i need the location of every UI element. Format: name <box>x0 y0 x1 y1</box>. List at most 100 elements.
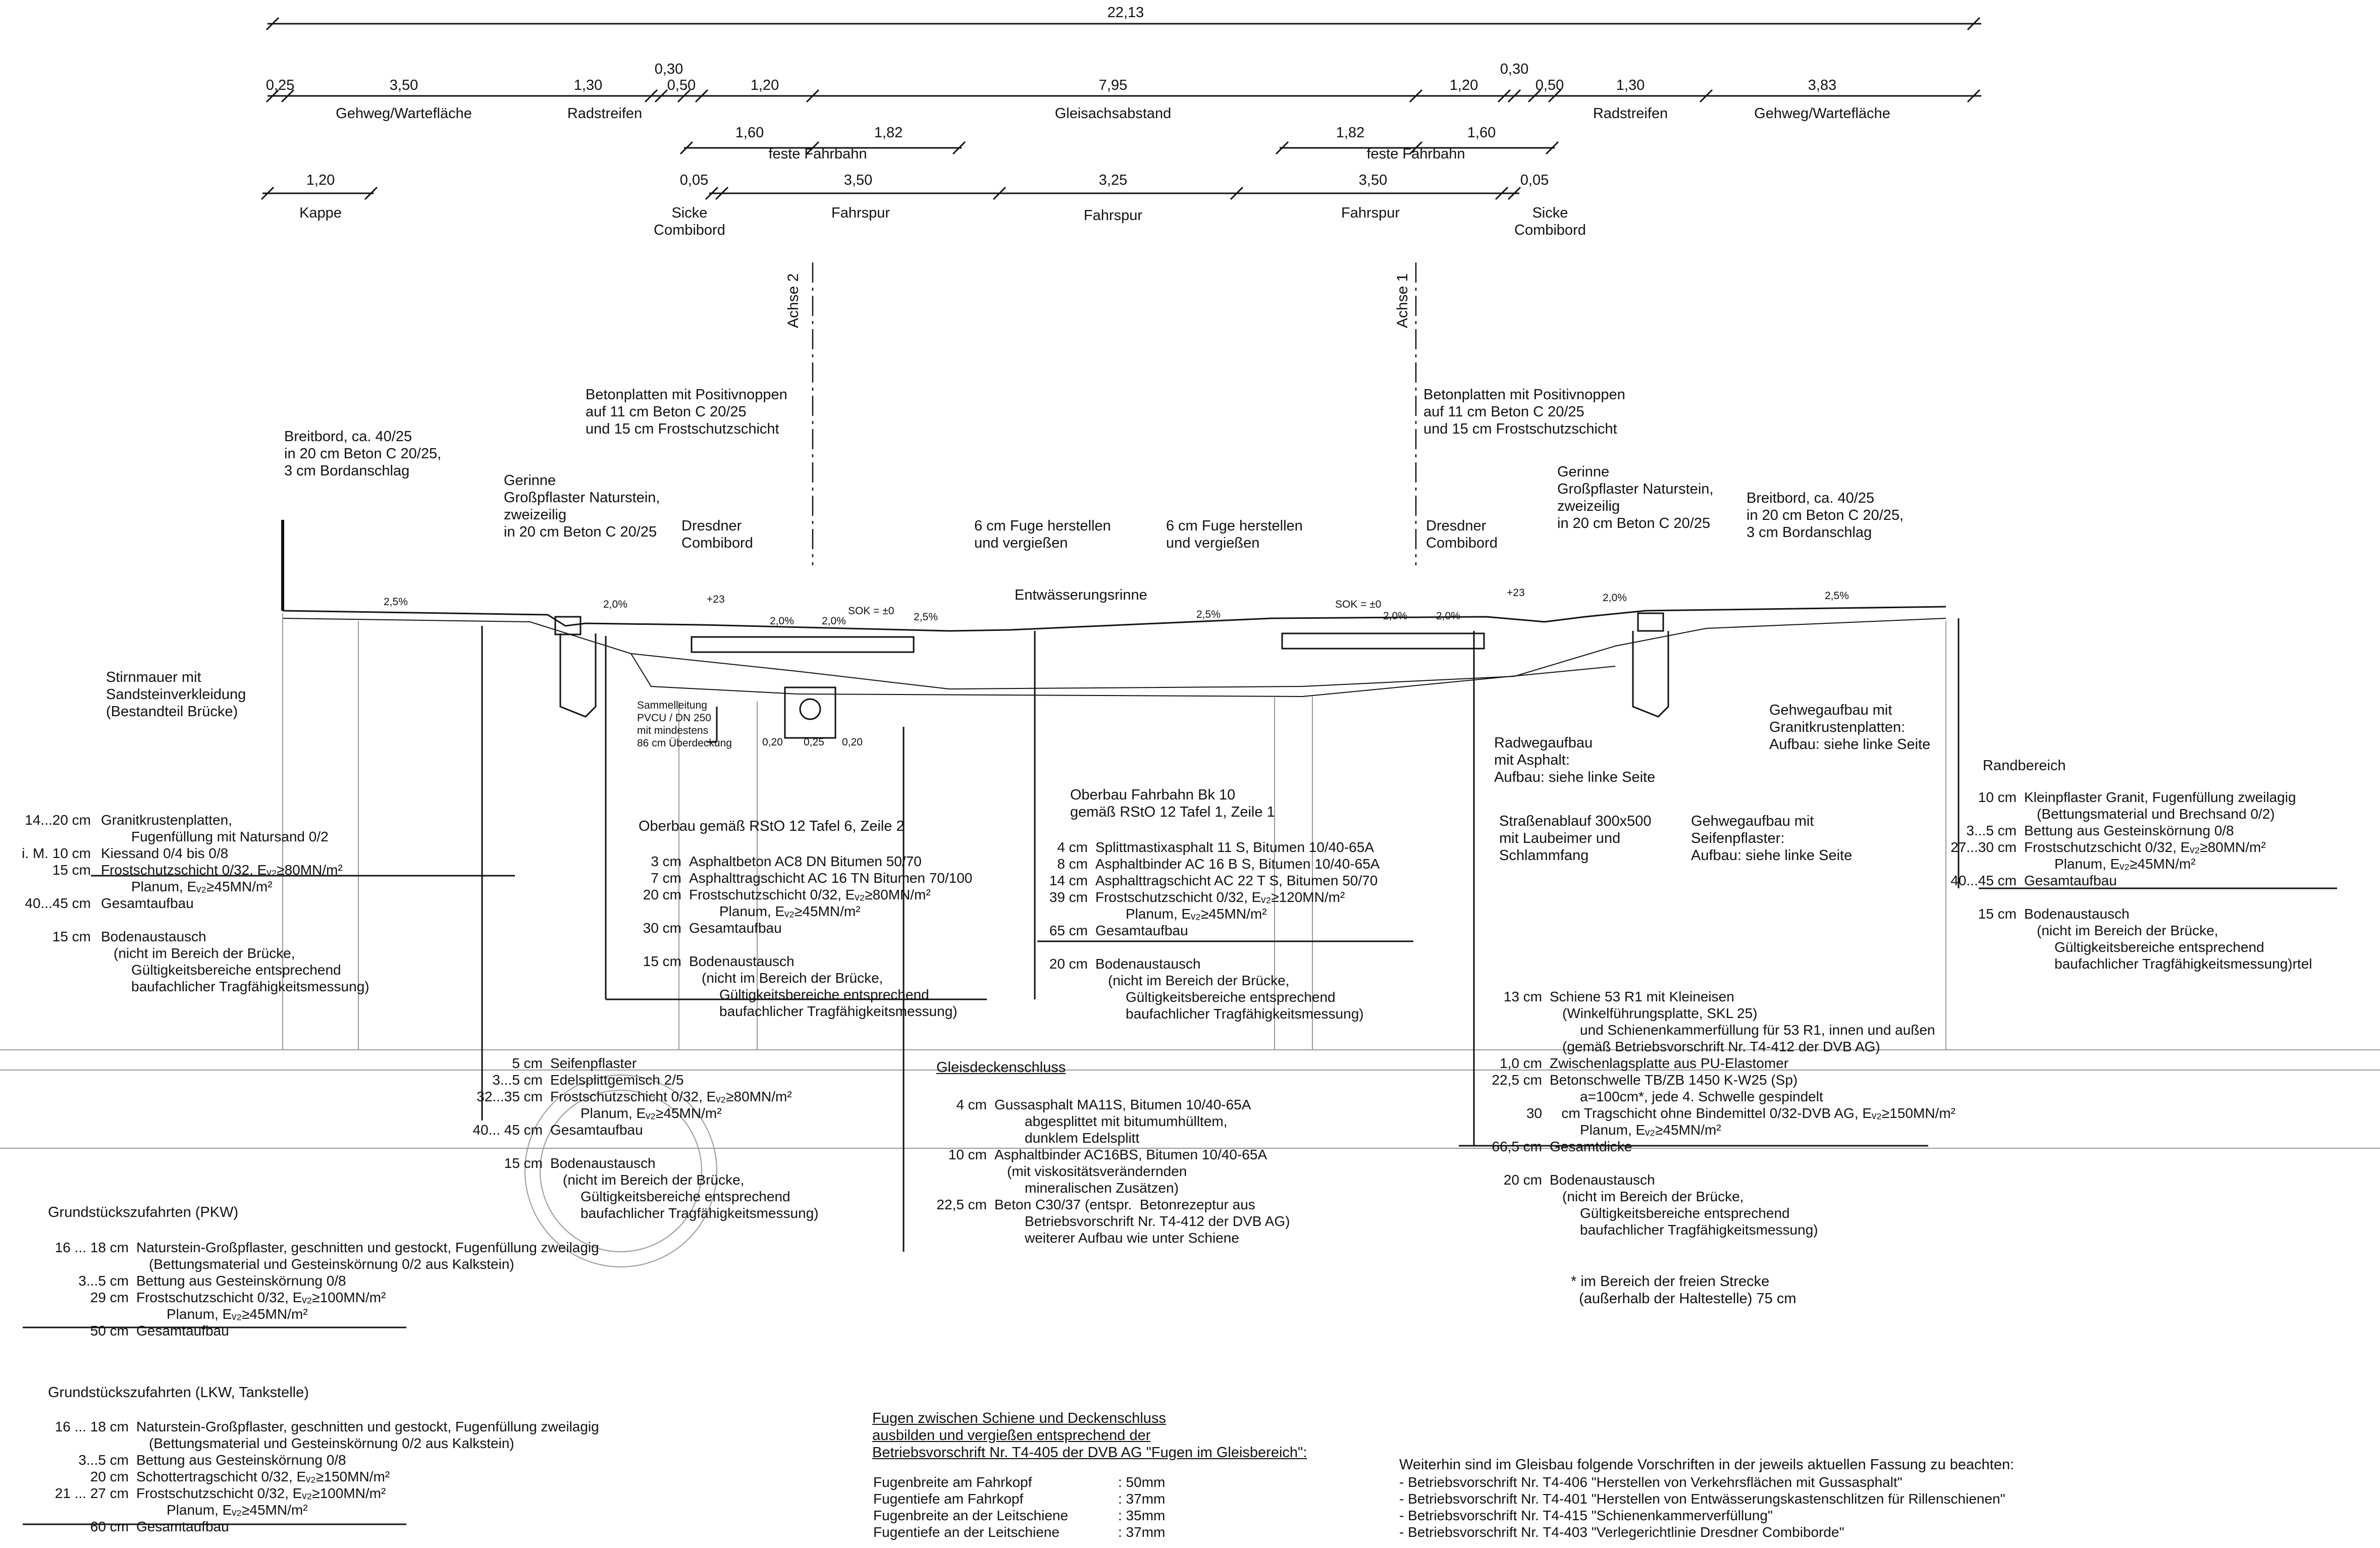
dim-ff-r1: 1,82 <box>1336 125 1365 141</box>
layer-thickness: 66,5 cm <box>1492 1139 1542 1154</box>
layer-thickness: 40...45 cm <box>25 895 91 911</box>
layer-description: Bodenaustausch <box>101 929 206 944</box>
layer-thickness: 20 cm <box>90 1469 129 1484</box>
layer-description: (gemäß Betriebsvorschrift Nr. T4-412 der… <box>1562 1039 1880 1054</box>
dim-tick <box>266 17 280 31</box>
note-dresdner-right: Dresdner Combibord <box>1426 518 1498 551</box>
layer-description: Asphaltbeton AC8 DN Bitumen 50/70 <box>689 853 922 869</box>
label-gehweg-right: Gehweg/Wartefläche <box>1754 105 1890 122</box>
layer-description: (nicht im Bereich der Brücke, <box>702 970 883 986</box>
axis-2-label: Achse 2 <box>785 273 802 328</box>
label-sicke-right: Sicke Combibord <box>1514 205 1586 238</box>
layer-description: Planum, Eᵥ₂≥45MN/m² <box>131 879 273 894</box>
layer-description: baufachlicher Tragfähigkeitsmessung) <box>1126 1006 1364 1022</box>
dim-row1-value: 0,50 <box>1535 77 1564 93</box>
axis-1-label: Achse 1 <box>1394 273 1411 328</box>
layer-description: baufachlicher Tragfähigkeitsmessung) <box>719 1003 958 1019</box>
label-fahrspur-1: Fahrspur <box>831 205 890 221</box>
layer-thickness: 40...45 cm <box>1950 873 2017 888</box>
layer-thickness: 15 cm <box>52 862 91 878</box>
title-bk10: Oberbau Fahrbahn Bk 10 gemäß RStO 12 Taf… <box>1070 787 1275 820</box>
label-sicke-left: Sicke Combibord <box>654 205 725 238</box>
title-fugen: Fugen zwischen Schiene und Deckenschluss… <box>872 1410 1307 1461</box>
layer-description: Zwischenlagsplatte aus PU-Elastomer <box>1550 1055 1789 1071</box>
layer-thickness: 15 cm <box>52 929 91 944</box>
slope-4: 2,5% <box>914 611 938 623</box>
label-radstreifen-right: Radstreifen <box>1593 105 1668 122</box>
title-gleisdeckenschluss: Gleisdeckenschluss <box>936 1059 1066 1076</box>
layer-description: Asphaltbinder AC 16 B S, Bitumen 10/40-6… <box>1095 856 1380 872</box>
layer-thickness: 13 cm <box>1503 989 1542 1004</box>
dim-row1-value: 0,25 <box>266 77 295 93</box>
layer-description: Schiene 53 R1 mit Kleineisen <box>1550 989 1734 1004</box>
slope-3: 2,0% <box>822 615 846 627</box>
layer-description: Bodenaustausch <box>550 1155 656 1171</box>
layer-thickness: 60 cm <box>90 1519 129 1534</box>
layer-description: Bodenaustausch <box>689 953 795 969</box>
layer-description: Beton C30/37 (entspr. Betonrezeptur aus <box>994 1197 1255 1212</box>
slope-9: 2,5% <box>1825 590 1849 602</box>
layer-thickness: 14 cm <box>1049 873 1088 888</box>
layer-description: (mit viskositätsverändernden <box>1007 1163 1187 1179</box>
layer-description: (nicht im Bereich der Brücke, <box>114 945 295 961</box>
dim-total: 22,13 <box>1107 5 1144 21</box>
layer-description: weiterer Aufbau wie unter Schiene <box>1025 1230 1239 1246</box>
layer-description: baufachlicher Tragfähigkeitsmessung) <box>580 1205 819 1221</box>
elev-left: +23 <box>707 594 725 605</box>
layer-description: Gesamtaufbau <box>1095 923 1188 938</box>
dim-lane-4: 0,05 <box>1520 172 1549 188</box>
vorschrift-item: - Betriebsvorschrift Nr. T4-415 "Schiene… <box>1399 1508 1773 1523</box>
layer-thickness: 8 cm <box>1057 856 1088 872</box>
fugen-label: Fugenbreite an der Leitschiene <box>873 1508 1069 1523</box>
vorschrift-item: - Betriebsvorschrift Nr. T4-403 "Verlege… <box>1399 1524 1844 1540</box>
layer-description: Splittmastixasphalt 11 S, Bitumen 10/40-… <box>1095 839 1374 855</box>
dim-row1-value: 0,50 <box>667 77 696 93</box>
layer-description: Naturstein-Großpflaster, geschnitten und… <box>136 1240 599 1255</box>
layer-description: dunklem Edelsplitt <box>1025 1130 1140 1146</box>
layer-thickness: 20 cm <box>643 887 681 902</box>
note-freie-strecke: * im Bereich der freien Strecke (außerha… <box>1571 1273 1796 1307</box>
layer-description: a=100cm*, jede 4. Schwelle gespindelt <box>1580 1089 1823 1104</box>
layer-description: Gültigkeitsbereiche entsprechend <box>719 987 929 1002</box>
vorschrift-item: - Betriebsvorschrift Nr. T4-406 "Herstel… <box>1399 1474 1902 1490</box>
layer-description: Frostschutzschicht 0/32, Eᵥ₂≥80MN/m² <box>689 887 931 902</box>
layer-description: baufachlicher Tragfähigkeitsmessung) <box>131 979 369 994</box>
layer-thickness: 3...5 cm <box>78 1452 129 1468</box>
layer-thickness: 3...5 cm <box>1966 823 2017 838</box>
dim-lane-3: 3,50 <box>1358 172 1388 188</box>
layer-description: Asphalttragschicht AC 22 T S, Bitumen 50… <box>1095 873 1378 888</box>
layer-description: (nicht im Bereich der Brücke, <box>1562 1189 1744 1204</box>
layer-thickness: 32...35 cm <box>477 1089 543 1104</box>
dim-row1-value: 3,83 <box>1808 77 1837 93</box>
layer-description: Gesamtdicke <box>1550 1139 1632 1154</box>
note-breitbord-left: Breitbord, ca. 40/25 in 20 cm Beton C 20… <box>284 429 442 479</box>
vorschrift-item: - Betriebsvorschrift Nr. T4-401 "Herstel… <box>1399 1491 2005 1507</box>
sok-right: SOK = ±0 <box>1335 599 1382 610</box>
dim-row1-value: 1,30 <box>1616 77 1645 93</box>
layer-description: Frostschutzschicht 0/32, Eᵥ₂≥100MN/m² <box>136 1485 386 1501</box>
layer-thickness: 15 cm <box>1978 906 2017 922</box>
label-ff-left: feste Fahrbahn <box>768 146 867 162</box>
layer-description: Seifenpflaster <box>550 1055 637 1071</box>
layer-description: Schottertragschicht 0/32, Eᵥ₂≥150MN/m² <box>136 1469 390 1484</box>
slope-1: 2,0% <box>603 599 627 610</box>
fugen-label: Fugentiefe an der Leitschiene <box>873 1524 1060 1540</box>
note-dresdner-left: Dresdner Combibord <box>681 518 753 551</box>
fugen-value: : 37mm <box>1118 1524 1166 1540</box>
pipe-dim-1: 0,25 <box>804 736 824 748</box>
pipe-dim-2: 0,20 <box>842 736 863 748</box>
fugen-value: : 50mm <box>1118 1474 1166 1490</box>
layer-description: Bodenaustausch <box>2024 906 2130 922</box>
layer-description: Granitkrustenplatten, <box>101 812 232 828</box>
layer-description: cm Tragschicht ohne Bindemittel 0/32-DVB… <box>1550 1105 1955 1121</box>
label-fahrspur-3: Fahrspur <box>1341 205 1400 221</box>
layer-description: Gesamtaufbau <box>136 1519 229 1534</box>
layer-thickness: 22,5 cm <box>936 1197 987 1212</box>
title-rsto6: Oberbau gemäß RStO 12 Tafel 6, Zeile 2 <box>639 818 905 834</box>
note-strassenablauf: Straßenablauf 300x500 mit Laubeimer und … <box>1499 813 1652 864</box>
layer-thickness: 40... 45 cm <box>472 1122 543 1138</box>
fugen-value: : 35mm <box>1118 1508 1166 1523</box>
slope-0: 2,5% <box>384 596 408 608</box>
layer-thickness: 4 cm <box>1057 839 1088 855</box>
